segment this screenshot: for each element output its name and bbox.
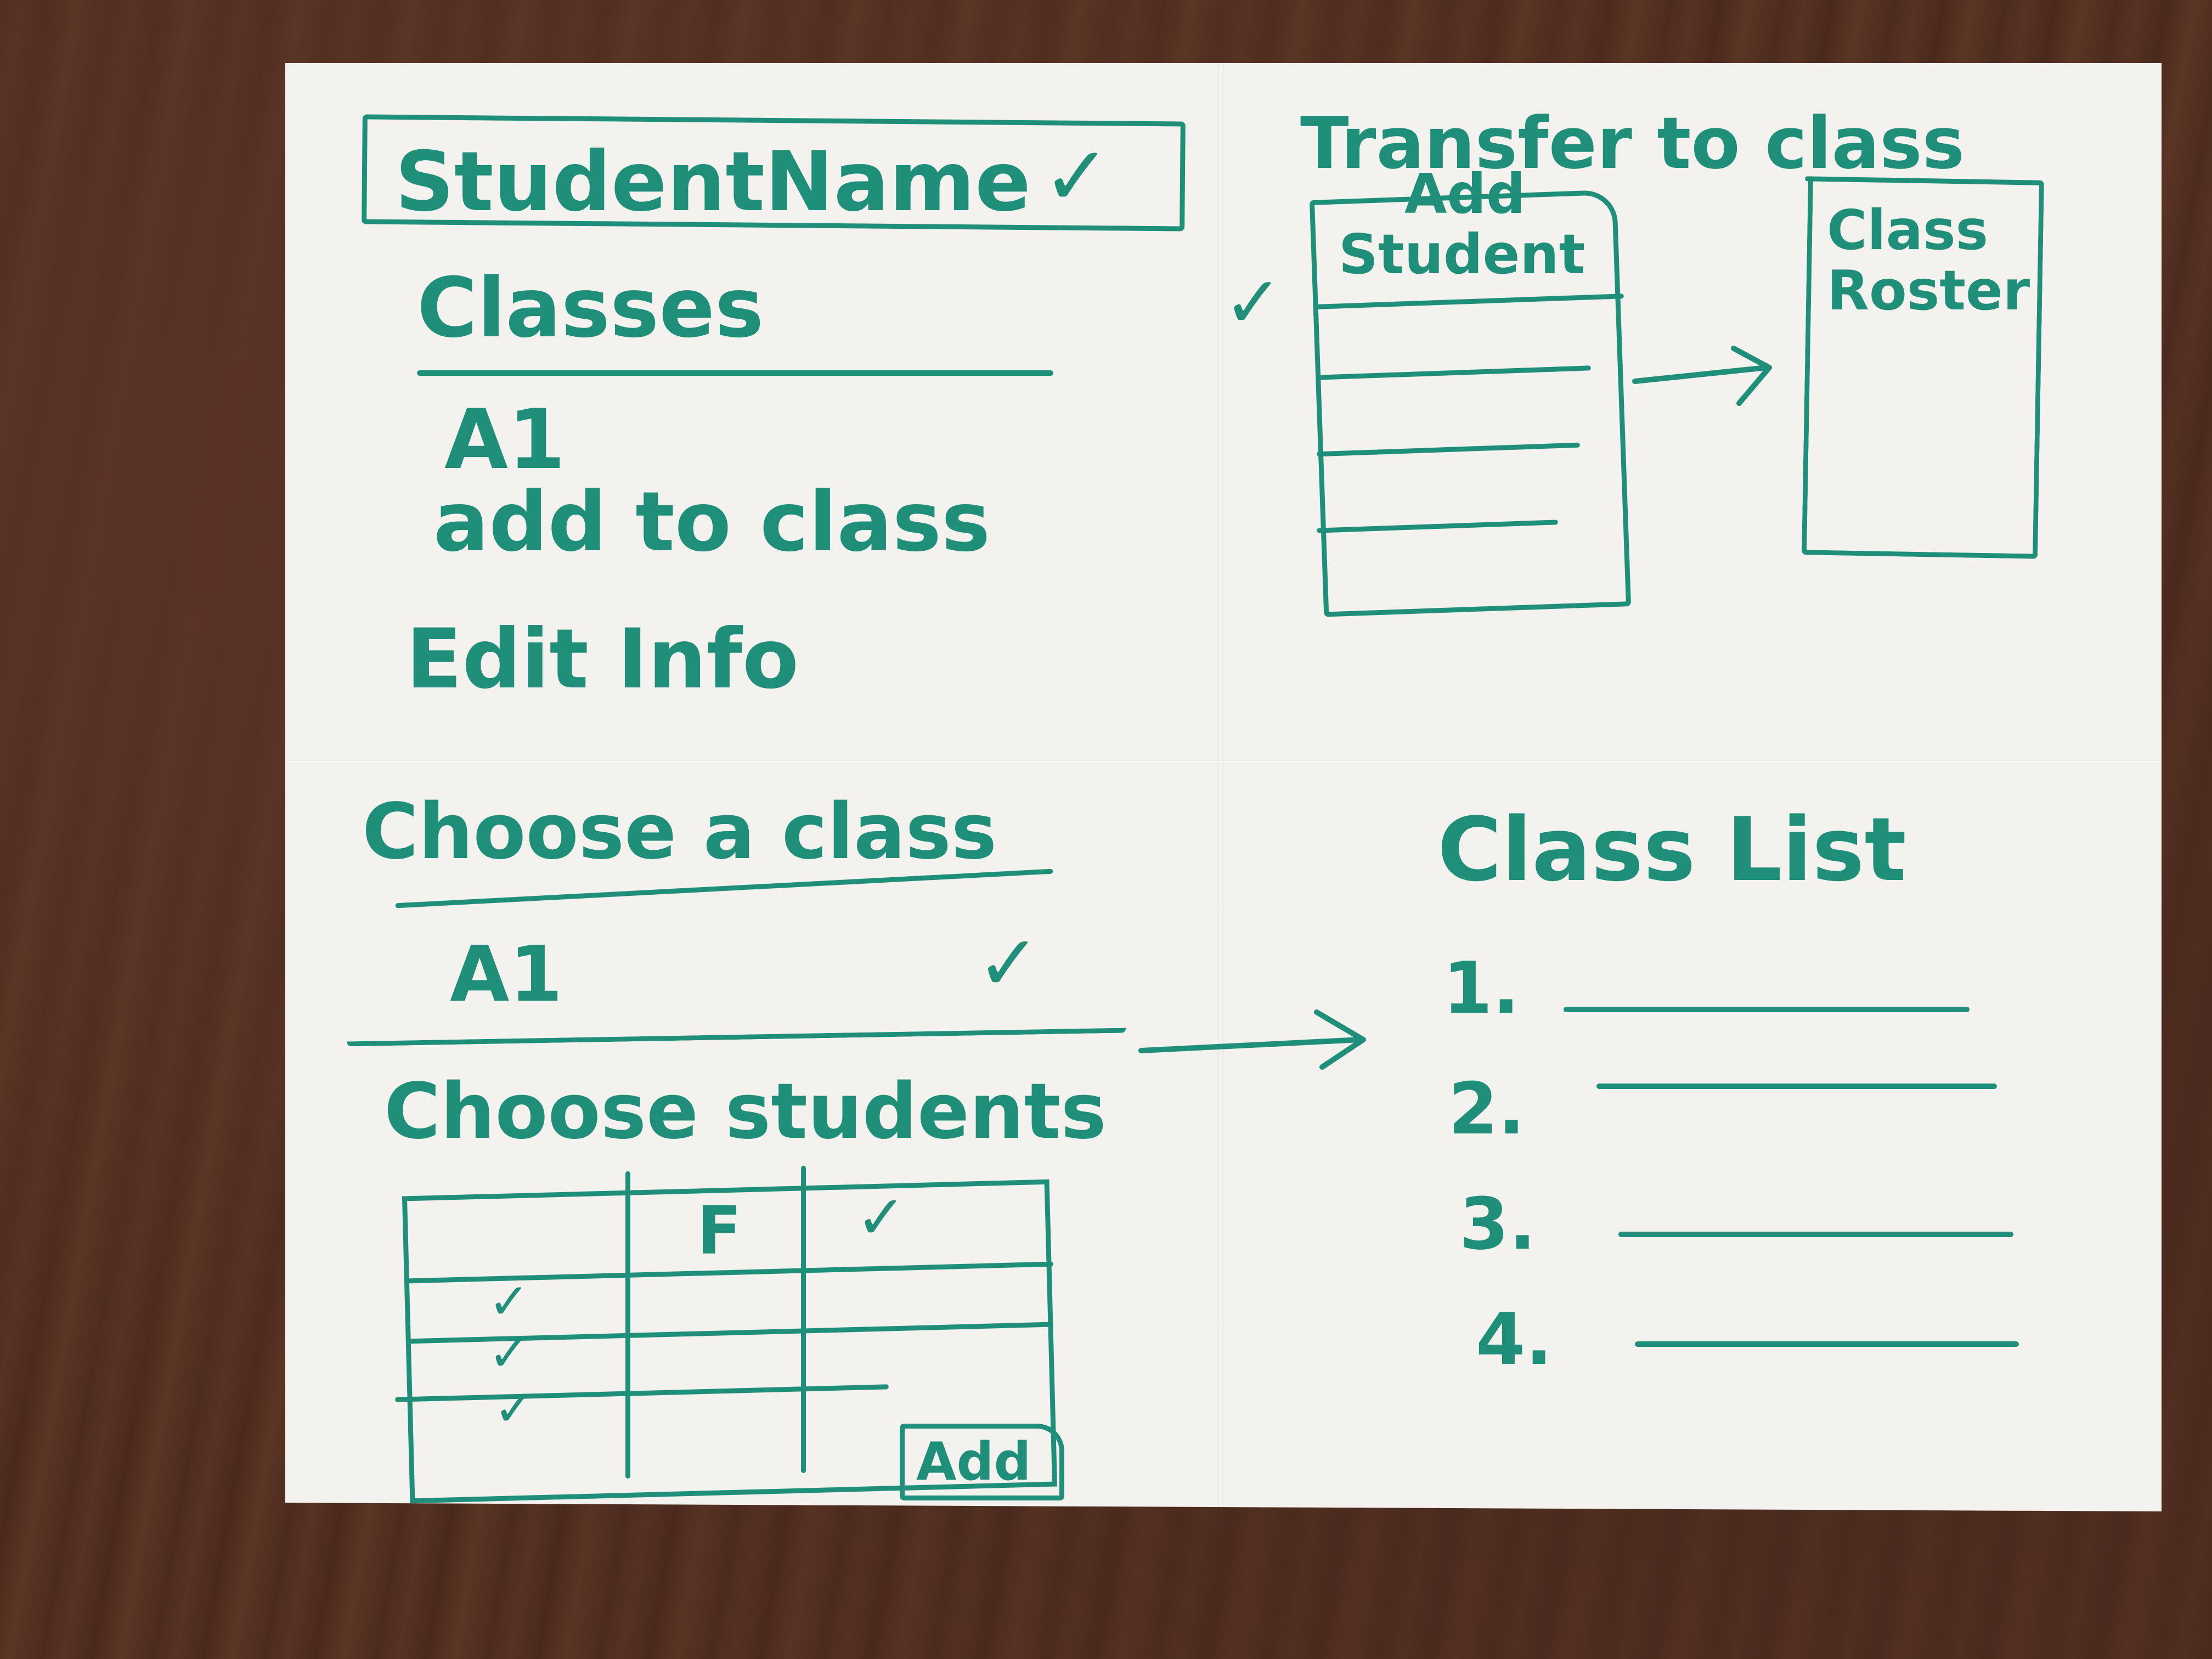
table-column-divider — [801, 1166, 806, 1473]
fold-vertical — [1218, 63, 1223, 1511]
fold-horizontal — [285, 760, 2162, 764]
paper-sheet: StudentName ✓ Classes A1 add to class Ed… — [285, 63, 2162, 1511]
right-arrow-icon — [1632, 346, 1772, 406]
classes-underline — [417, 370, 1053, 376]
list-item-line[interactable] — [1596, 1084, 1997, 1089]
add-button-label: Add — [916, 1432, 1031, 1492]
student-name-label: StudentName — [395, 134, 1031, 230]
column-f-header: F — [697, 1193, 742, 1269]
table-column-divider — [625, 1171, 630, 1479]
class-list-title: Class List — [1437, 798, 1906, 901]
edit-info-link[interactable]: Edit Info — [406, 612, 799, 707]
choose-students-heading: Choose students — [384, 1067, 1107, 1156]
select-check-icon[interactable]: ✓ — [1223, 261, 1283, 344]
list-item-line[interactable] — [1618, 1232, 2013, 1237]
choose-class-heading: Choose a class — [362, 787, 997, 877]
class-roster-title: Class Roster — [1827, 198, 2030, 323]
dropdown-check-icon[interactable]: ✓ — [977, 919, 1041, 1008]
selected-class-value: A1 — [450, 930, 563, 1019]
row-check-icon[interactable]: ✓ — [494, 1380, 535, 1437]
list-item-line[interactable] — [1635, 1341, 2019, 1347]
list-item-number: 1. — [1443, 946, 1520, 1030]
right-arrow-icon — [1138, 1009, 1366, 1070]
check-icon: ✓ — [1042, 129, 1111, 224]
student-column-header: Student — [1339, 222, 1585, 286]
list-item-number: 3. — [1459, 1182, 1536, 1266]
list-item-number: 2. — [1448, 1067, 1525, 1150]
column-check-icon: ✓ — [856, 1182, 907, 1252]
add-label: Add — [1404, 162, 1526, 226]
arrows-layer — [1138, 346, 1772, 1070]
transfer-title: Transfer to class — [1300, 101, 1965, 185]
list-item-line[interactable] — [1564, 1007, 1970, 1012]
row-check-icon[interactable]: ✓ — [488, 1325, 530, 1383]
row-check-icon[interactable]: ✓ — [488, 1273, 530, 1330]
add-to-class-link[interactable]: add to class — [433, 475, 991, 570]
list-item-number: 4. — [1476, 1297, 1553, 1381]
classes-heading: Classes — [417, 261, 764, 356]
add-button[interactable] — [900, 1424, 1064, 1500]
class-item-a1[interactable]: A1 — [444, 392, 566, 488]
